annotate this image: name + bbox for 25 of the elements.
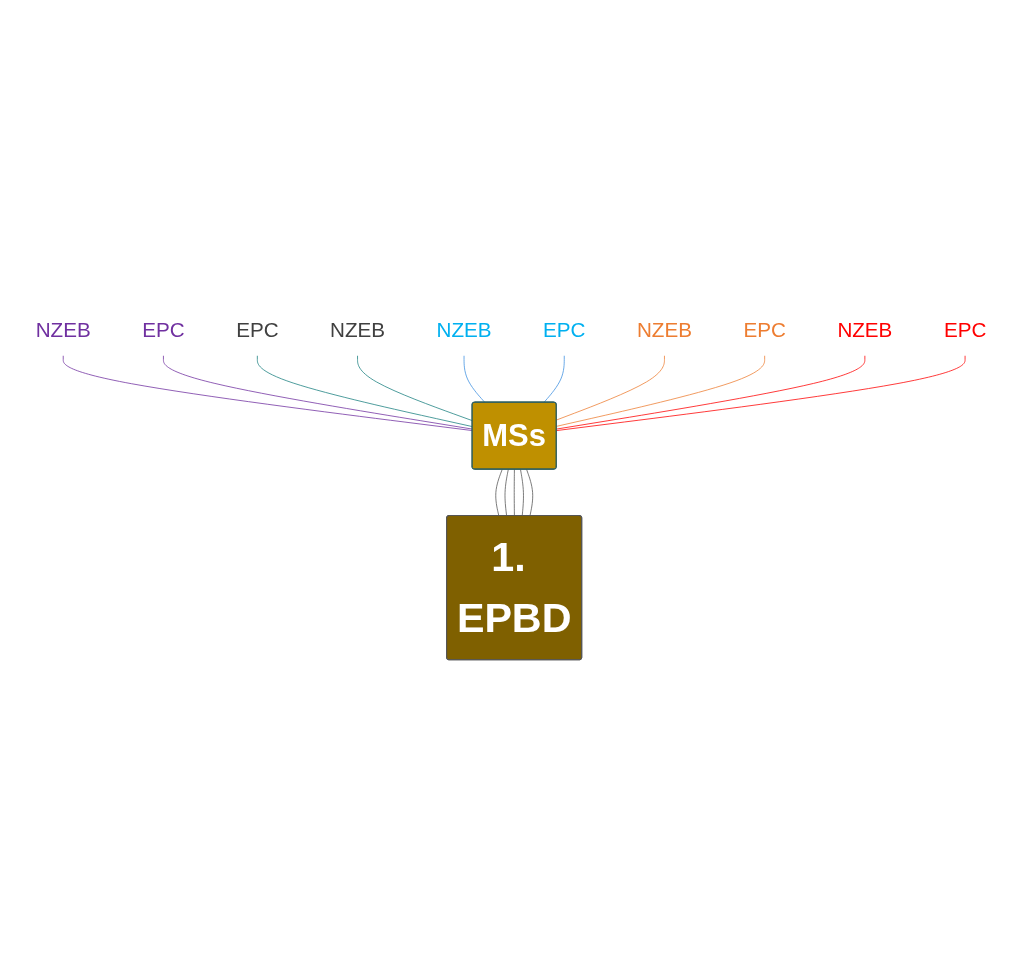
node-text: EPC <box>236 318 279 342</box>
node-text: NZEB <box>330 318 386 342</box>
node-text: EPC <box>943 318 987 342</box>
connector <box>256 355 473 427</box>
connector <box>463 355 486 403</box>
connector <box>556 355 866 430</box>
connector <box>543 355 565 403</box>
node-text: EPC <box>142 318 185 342</box>
node-text: NZEB <box>436 318 492 342</box>
connector <box>556 355 665 421</box>
node-text: EPC <box>743 318 786 342</box>
connector <box>495 469 503 517</box>
connector <box>513 469 515 517</box>
connector <box>520 469 524 517</box>
connector <box>556 355 966 431</box>
connector <box>504 469 509 517</box>
node-text: NZEB <box>35 318 91 342</box>
node-text: NZEB <box>837 318 893 342</box>
node-text: EPC <box>543 318 586 342</box>
connector <box>62 355 473 431</box>
connector <box>357 355 473 422</box>
node-text: NZEB <box>636 318 692 342</box>
connector <box>556 355 766 427</box>
connector <box>526 469 534 517</box>
connector <box>163 355 473 430</box>
